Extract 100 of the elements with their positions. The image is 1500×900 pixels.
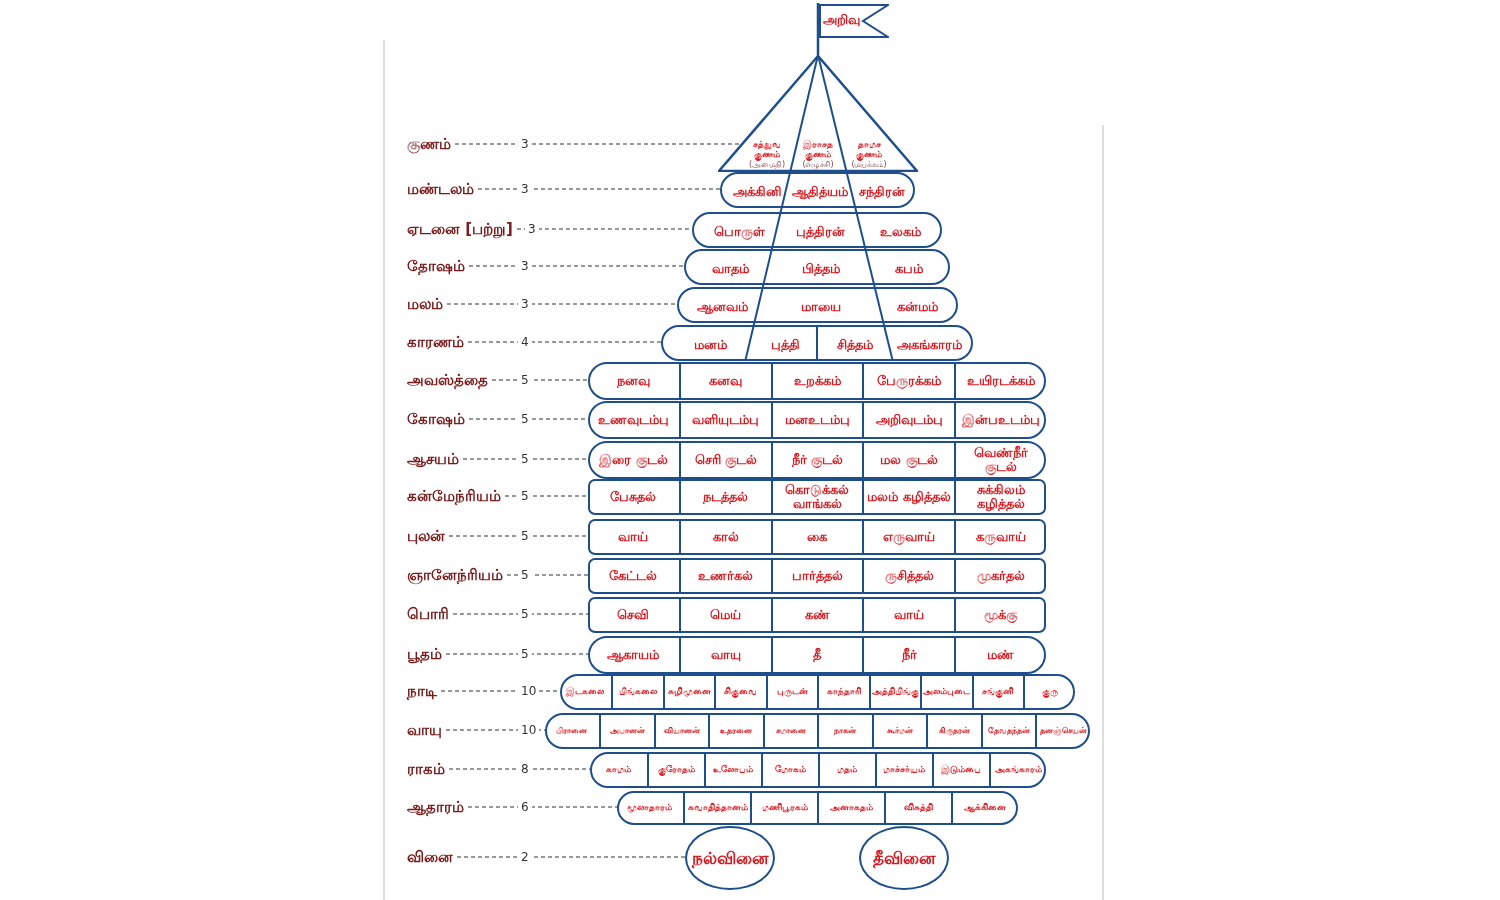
table-cell: உலோபம் — [703, 754, 761, 786]
table-cell: வாயு — [679, 638, 771, 672]
table-cell: மோகம் — [760, 754, 818, 786]
table-cell: முகர்தல் — [953, 560, 1046, 592]
table-cell: ஆகாயம் — [587, 638, 680, 672]
leader-line — [467, 806, 618, 808]
row-band — [588, 441, 1046, 479]
row-label: மலம் — [407, 295, 443, 313]
row-band — [588, 362, 1046, 400]
leader-line — [456, 856, 686, 858]
table-cell: மல குடல் — [862, 443, 954, 477]
leader-line — [477, 188, 721, 190]
table-cell: சுவாதித்தானம் — [683, 793, 751, 823]
term-text: கபம் — [873, 253, 944, 285]
leader-line — [448, 768, 591, 770]
table-cell: எருவாய் — [862, 521, 954, 553]
table-cell: அறிவுடம்பு — [862, 403, 954, 437]
table-cell: கருவாய் — [953, 521, 1046, 553]
row-band — [590, 752, 1046, 788]
row-label: ஞானேந்ரியம் — [407, 566, 503, 584]
table-cell: பிங்கலை — [611, 676, 663, 708]
row-label: தோஷம் — [407, 257, 465, 275]
row-label: பூதம் — [407, 645, 442, 663]
row-label: கன்மேந்ரியம் — [407, 487, 501, 505]
table-cell: நீர் குடல் — [770, 443, 863, 477]
leader-line — [445, 653, 589, 655]
row-label: ராகம் — [407, 760, 445, 778]
row-band — [588, 597, 1046, 633]
term-text: சத்துவ குணம் — [753, 140, 781, 161]
row-label: வினை — [407, 848, 453, 866]
row-band — [588, 636, 1046, 674]
edge-label: 3 — [518, 182, 532, 196]
leader-line — [446, 303, 678, 305]
table-cell: மனஉடம்பு — [770, 403, 863, 437]
leader-line — [504, 495, 589, 497]
row-label: குணம் — [407, 135, 451, 153]
table-cell: உணர்கல் — [679, 560, 771, 592]
table-cell: கனவு — [679, 364, 771, 398]
table-cell: கால் — [679, 521, 771, 553]
table-cell: செரி குடல் — [679, 443, 771, 477]
edge-label: 5 — [518, 607, 532, 621]
row-label: நாடி — [407, 682, 437, 700]
term-text: மாயை — [762, 291, 880, 323]
row-label: கோஷம் — [407, 410, 465, 428]
table-cell: அனாகதம் — [817, 793, 884, 823]
term-text: அக்கினி — [730, 176, 786, 208]
term-text: சந்திரன் — [854, 176, 909, 208]
table-cell: வாய் — [587, 521, 680, 553]
row-label: காரணம் — [407, 333, 464, 351]
edge-label: 2 — [518, 850, 532, 864]
leader-line — [448, 535, 589, 537]
edge-label: 3 — [524, 222, 539, 236]
edge-label: 4 — [518, 335, 532, 349]
leader-line — [468, 265, 685, 267]
leader-line — [506, 574, 589, 576]
term-text: பித்தம் — [771, 253, 870, 285]
table-cell: இரை குடல் — [587, 443, 680, 477]
term-text: அகங்காரம் — [892, 329, 967, 361]
table-cell: மதம் — [817, 754, 875, 786]
table-cell: மாச்சர்யம் — [874, 754, 932, 786]
table-cell: இன்பஉடம்பு — [953, 403, 1046, 437]
term-text: சித்தம் — [821, 329, 889, 361]
edge-label: 8 — [518, 762, 532, 776]
row-band — [545, 713, 1090, 749]
table-cell: காந்தாரி — [817, 676, 869, 708]
table-cell: மண் — [953, 638, 1046, 672]
row-band — [720, 172, 915, 208]
table-cell: வாய் — [862, 599, 954, 631]
table-cell: காமம் — [589, 754, 647, 786]
edge-label: 6 — [518, 800, 532, 814]
table-cell: அலம்புடை — [920, 676, 972, 708]
row-band — [617, 791, 1018, 825]
row-band — [684, 249, 950, 285]
table-cell: மெய் — [679, 599, 771, 631]
term-text: ஆனவம் — [687, 291, 759, 323]
table-cell: மலம் கழித்தல் — [862, 481, 954, 513]
edge-label: 5 — [518, 489, 532, 503]
table-cell: கண் — [770, 599, 863, 631]
wheel-circle: தீவினை — [859, 826, 949, 890]
table-cell: இடகலை — [559, 676, 611, 708]
leader-line — [491, 379, 589, 381]
table-cell: வெண்நீர் குடல் — [953, 443, 1046, 477]
edge-label: 10 — [518, 723, 540, 737]
table-cell: விசுத்தி — [883, 793, 951, 823]
term-text: தாமச குணம் — [856, 140, 882, 161]
term-text: இராசத குணம் — [802, 140, 834, 161]
table-cell: பேசுதல் — [587, 481, 680, 513]
term-note: (மயக்கம்) — [851, 161, 887, 170]
row-label: ஏடனை [பற்று] — [407, 220, 513, 238]
term-text: புத்தி — [753, 329, 817, 361]
row-label: ஆசயம் — [407, 450, 459, 468]
table-cell: தீ — [770, 638, 863, 672]
term-text: பொருள் — [702, 216, 777, 248]
table-cell: உயிரடக்கம் — [953, 364, 1046, 398]
flag-text: அறிவு — [823, 12, 860, 29]
row-label: ஆதாரம் — [407, 798, 464, 816]
table-cell: புருடன் — [765, 676, 817, 708]
table-cell: நனவு — [587, 364, 680, 398]
edge-label: 5 — [518, 412, 532, 426]
table-cell: மூக்கு — [953, 599, 1046, 631]
